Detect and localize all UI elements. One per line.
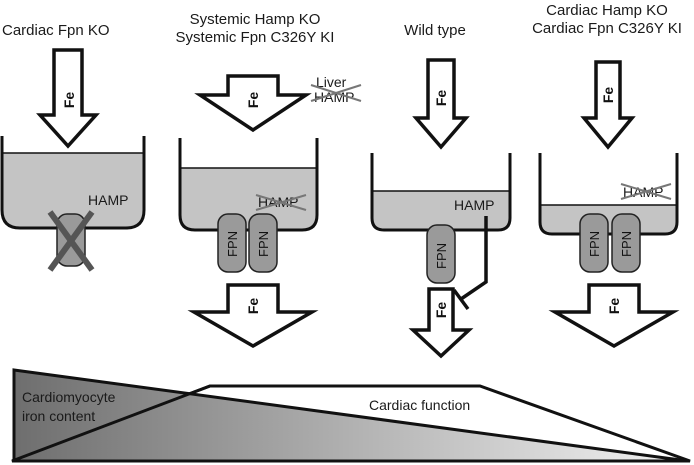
panel-4-iron-in-label: Fe [600, 87, 616, 104]
panel-4-title-line-1: Cardiac Hamp KO [546, 2, 668, 19]
panel-2-iron-in-label: Fe [245, 92, 261, 109]
panel-4-hamp-cross-icon [620, 183, 672, 200]
panel-1-iron-in-label: Fe [61, 92, 77, 109]
panel-4-title: Cardiac Hamp KO Cardiac Fpn C326Y KI [520, 2, 694, 38]
panel-4: Fe HAMP FPN FPN Fe [538, 60, 680, 349]
panel-2-fpn-channel-1 [217, 213, 247, 273]
panel-3-iron-out-label: Fe [433, 302, 449, 319]
panel-1-title: Cardiac Fpn KO [2, 22, 120, 40]
panel-2-cell-fill [180, 168, 317, 230]
panel-3-title: Wild type [390, 22, 480, 40]
panel-3-hamp-label: HAMP [454, 197, 494, 213]
panel-3-iron-in-label: Fe [433, 90, 449, 107]
panel-3-hamp-inhibition-icon [452, 216, 488, 311]
panel-2-hamp-cross-icon [255, 194, 307, 211]
panel-1-cell-fill [2, 153, 144, 228]
panel-2-fpn-label-2: FPN [256, 231, 271, 257]
panel-2-title: Systemic Hamp KO Systemic Fpn C326Y KI [160, 11, 350, 47]
panel-3-cell-fill [372, 191, 510, 230]
panel-3-fpn-channel [426, 224, 456, 284]
panel-4-fpn-channel-1 [579, 213, 609, 273]
panel-3-fpn-label: FPN [434, 243, 449, 269]
bottom-summary: Cardiomyocyte iron content Cardiac funct… [11, 368, 691, 463]
panel-4-fpn-channel-2 [611, 213, 641, 273]
panel-1: Fe HAMP [0, 48, 146, 272]
panel-2-iron-out-arrow [187, 283, 319, 349]
panel-2-liver-label: Liver [316, 74, 347, 90]
panel-2: Fe Liver HAMP HAMP FPN FPN Fe [178, 74, 362, 349]
panel-4-fpn-label-2: FPN [619, 231, 634, 257]
panel-1-deleted-cross-icon [47, 210, 95, 272]
panel-1-hamp-label: HAMP [88, 192, 128, 208]
panel-1-iron-in-arrow [36, 48, 100, 149]
panel-2-title-line-2: Systemic Fpn C326Y KI [175, 29, 335, 46]
iron-content-wedge [12, 368, 689, 463]
panel-3-iron-in-arrow [412, 58, 470, 150]
panel-3: Fe HAMP FPN Fe [370, 58, 512, 359]
panel-2-fpn-label-1: FPN [225, 231, 240, 257]
panel-2-fpn-channel-2 [248, 213, 278, 273]
panel-2-iron-out-label: Fe [245, 298, 261, 315]
panel-4-iron-out-arrow [548, 283, 680, 349]
panel-4-fpn-label-1: FPN [587, 231, 602, 257]
panel-4-iron-out-label: Fe [606, 298, 622, 315]
cardiac-function-label: Cardiac function [369, 397, 470, 413]
panel-4-title-line-2: Cardiac Fpn C326Y KI [532, 20, 682, 37]
panel-4-iron-in-arrow [580, 60, 636, 150]
iron-content-label-line-1: Cardiomyocyte [22, 389, 116, 405]
panel-2-iron-in-arrow [194, 74, 312, 133]
panel-4-cell-fill [540, 205, 677, 234]
iron-content-label-line-2: iron content [22, 408, 95, 424]
panel-2-title-line-1: Systemic Hamp KO [189, 11, 321, 28]
panel-3-title-line: Wild type [404, 22, 466, 39]
panel-2-liver-hamp-label: HAMP [314, 89, 354, 105]
panel-2-liver-hamp-cross-icon [310, 84, 362, 102]
panel-1-title-line: Cardiac Fpn KO [2, 22, 110, 39]
function-ramp-overlay [11, 384, 211, 463]
panel-3-iron-out-arrow [408, 287, 474, 359]
